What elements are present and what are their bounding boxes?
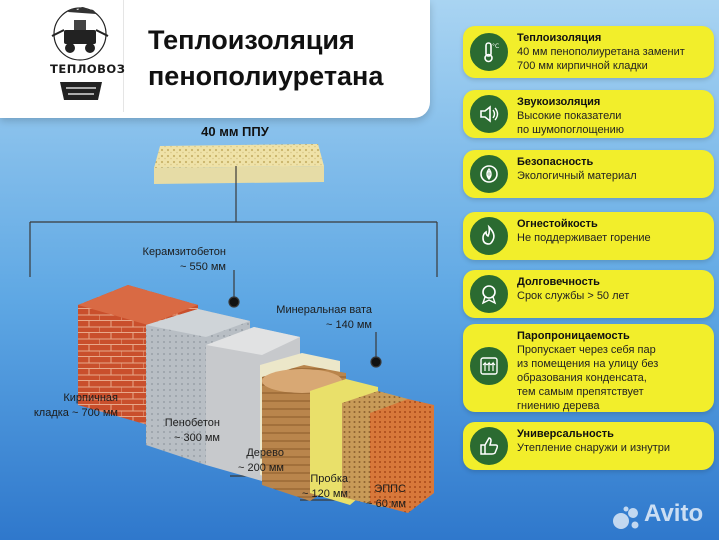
logo-emblem-icon	[60, 82, 102, 100]
material-label-mineral-wool: Минеральная вата ~ 140 мм	[276, 304, 372, 331]
ppu-label: 40 мм ППУ	[201, 124, 269, 139]
header-banner: ТЕПЛОВОЗ Теплоизоляция пенополиуретана	[0, 0, 430, 118]
svg-text:°C: °C	[492, 43, 499, 50]
thermometer-icon: °C	[467, 30, 511, 74]
features-panel: °C Теплоизоляция 40 мм пенополиуретана з…	[455, 0, 719, 540]
material-label-keramzit: Керамзитобетон ~ 550 мм	[142, 246, 226, 273]
avito-logo-icon	[613, 506, 639, 529]
feature-card-fire: Огнестойкость Не поддерживает горение	[463, 212, 714, 260]
watermark-text: Avito	[644, 500, 704, 527]
locomotive-logo-icon	[51, 7, 109, 61]
flame-icon	[467, 214, 511, 258]
feature-card-sound: Звукоизоляция Высокие показатели по шумо…	[463, 90, 714, 138]
foam-block-image	[154, 144, 324, 184]
logo-text: ТЕПЛОВОЗ	[50, 62, 126, 76]
material-label-penobeton: Пенобетон ~ 300 мм	[164, 417, 220, 444]
material-label-brick: Кирпичная кладка ~ 700 мм	[33, 392, 118, 419]
material-blocks-illustration	[78, 285, 434, 513]
material-label-cork: Пробка ~ 120 мм	[301, 473, 348, 500]
feature-card-durability: Долговечность Срок службы > 50 лет	[463, 270, 714, 318]
material-label-wood: Дерево ~ 200 мм	[237, 447, 284, 474]
logo: ТЕПЛОВОЗ	[36, 0, 126, 112]
title-line-2: пенополиуретана	[148, 61, 384, 91]
thumbs-up-icon	[467, 424, 511, 468]
feature-card-thermal: °C Теплоизоляция 40 мм пенополиуретана з…	[463, 26, 714, 78]
sound-icon	[467, 92, 511, 136]
feature-card-universality: Универсальность Утепление снаружи и изну…	[463, 422, 714, 470]
title-line-1: Теплоизоляция	[148, 25, 355, 55]
feature-card-vapor: Паропроницаемость Пропускает через себя …	[463, 324, 714, 412]
page-title: Теплоизоляция пенополиуретана	[148, 22, 428, 94]
medal-icon	[467, 272, 511, 316]
eco-leaf-icon	[467, 152, 511, 196]
material-label-epps: ЭППС ~ 60 мм	[366, 483, 406, 510]
feature-card-safety: Безопасность Экологичный материал	[463, 150, 714, 198]
vapor-icon	[467, 344, 511, 388]
